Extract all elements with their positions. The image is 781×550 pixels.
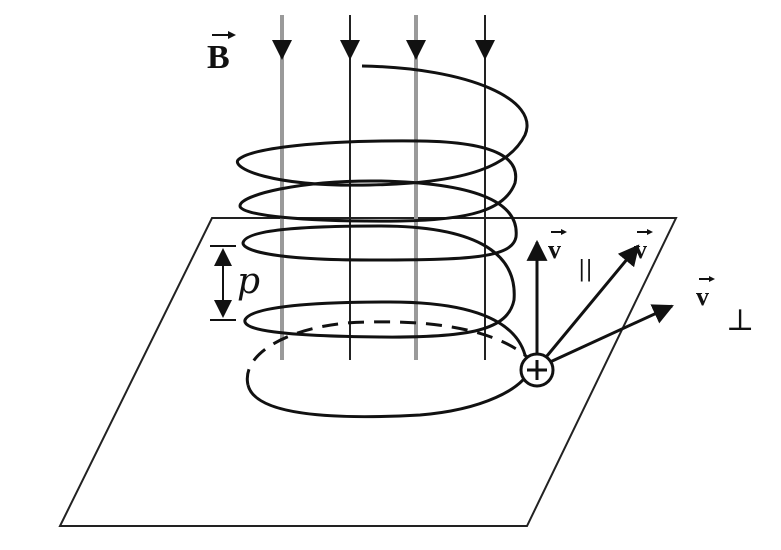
projection-circle-back (245, 320, 537, 386)
v-perp-subscript: ⊥ (726, 303, 754, 338)
pitch-arrow-up-icon (214, 248, 232, 266)
pitch-label: p (237, 261, 260, 302)
v-parallel-label: v (548, 235, 561, 264)
field-arrowhead-3 (406, 40, 426, 60)
v-parallel-subscript: || (578, 257, 593, 282)
projection-circle-front (246, 364, 534, 419)
v-perp-arrow (536, 304, 674, 370)
field-arrowhead-4 (475, 40, 495, 60)
field-arrowhead-1 (272, 40, 292, 60)
v-arrow (535, 244, 640, 369)
velocity-label: v (634, 235, 647, 264)
pitch-arrow-down-icon (214, 300, 232, 318)
field-label: B (207, 39, 230, 76)
velocity-vector-icon (647, 229, 653, 235)
v-parallel-vector-icon (561, 229, 567, 235)
field-arrowhead-2 (340, 40, 360, 60)
field-label-vector-icon (228, 31, 236, 39)
plane (58, 217, 678, 527)
v-perp-label: v (696, 282, 709, 311)
helix-trajectory (235, 64, 529, 356)
v-perp-vector-icon (709, 276, 715, 282)
